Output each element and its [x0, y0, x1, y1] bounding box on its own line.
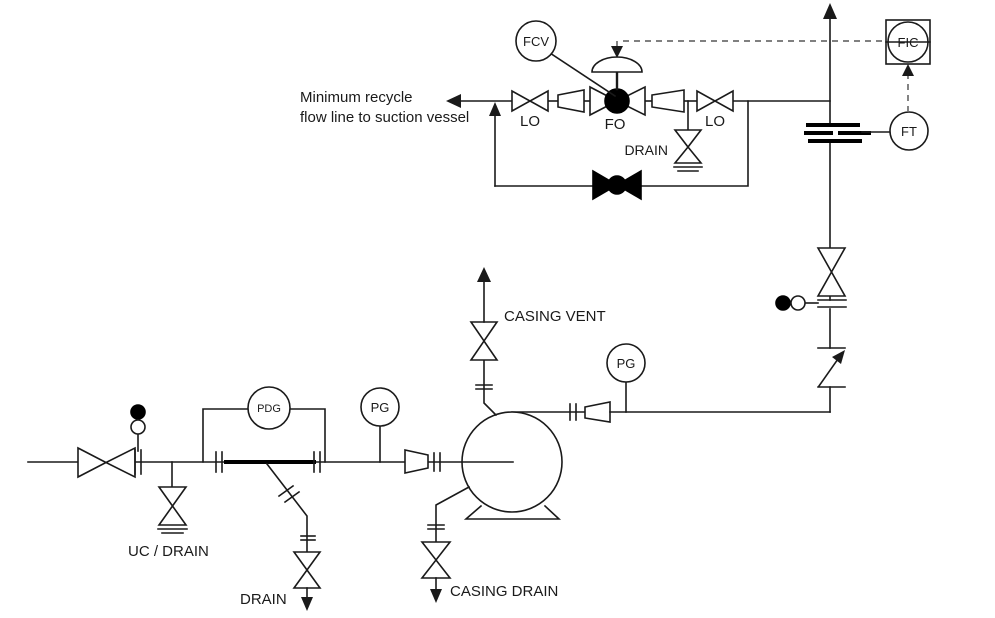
pressure-gauge-suction: PG	[360, 387, 400, 463]
blind-disc-open-icon	[130, 419, 146, 435]
flow-arrow-left-icon	[446, 94, 461, 108]
pressure-gauge-discharge: PG	[606, 343, 646, 413]
signal-arrow-down-icon	[611, 46, 623, 58]
fcv-tag: FCV	[523, 34, 549, 49]
label-drain-recycle: DRAIN	[624, 142, 668, 158]
note-line2: flow line to suction vessel	[300, 109, 469, 126]
ft-tag: FT	[901, 124, 917, 139]
spectacle-blind-suction	[130, 404, 146, 475]
pg-suction-tag: PG	[371, 400, 390, 415]
blind-disc-closed-icon	[775, 295, 791, 311]
casing-drain-branch	[420, 485, 471, 603]
strainer-drain-branch	[265, 462, 322, 611]
flow-arrow-up-icon	[489, 102, 501, 116]
uc-drain-valve	[157, 486, 188, 526]
blind-disc-open-icon	[790, 295, 806, 311]
blind-disc-closed-icon	[130, 404, 146, 420]
vent-arrow-up-icon	[477, 267, 491, 282]
label-uc-drain: UC / DRAIN	[128, 543, 209, 560]
strainer-drain-valve	[292, 551, 322, 589]
spectacle-blind-riser	[775, 295, 847, 311]
control-valve-fo	[589, 56, 646, 117]
label-lo-right: LO	[705, 113, 725, 130]
label-fo: FO	[605, 116, 626, 133]
discharge-expander	[584, 401, 611, 423]
check-valve-arrow-icon	[832, 350, 845, 364]
uc-drain-branch	[157, 461, 188, 534]
note-line1: Minimum recycle	[300, 89, 413, 106]
suction-reducer	[404, 449, 429, 474]
recycle-line	[446, 94, 831, 108]
casing-vent-valve	[469, 321, 499, 361]
gate-valve-lo-right	[696, 89, 734, 113]
suction-block-valve	[77, 446, 136, 479]
pump-base	[463, 504, 562, 520]
label-strainer-drain: DRAIN	[240, 591, 287, 608]
pdg-loop: PDG	[202, 386, 326, 463]
drain-valve-recycle	[673, 129, 703, 164]
gate-valve-riser	[816, 247, 847, 297]
orifice-plate	[804, 123, 891, 143]
reducer-right	[651, 89, 685, 113]
reducer-left	[557, 89, 585, 113]
label-lo-left: LO	[520, 113, 540, 130]
pdg-tag: PDG	[257, 403, 281, 415]
casing-drain-arrow-icon	[430, 589, 442, 603]
signal-arrow-up-icon	[902, 64, 914, 76]
label-casing-vent: CASING VENT	[504, 308, 606, 325]
fic-tag: FIC	[898, 35, 919, 50]
discharge-line	[511, 401, 831, 423]
diaphragm-actuator-icon	[591, 56, 643, 73]
casing-vent-branch	[469, 267, 499, 417]
recycle-drain-branch	[673, 100, 703, 172]
pg-discharge-tag: PG	[617, 356, 636, 371]
gate-valve-lo-left	[511, 89, 549, 113]
bypass-globe-valve-body	[607, 175, 627, 195]
signal-lines	[611, 40, 914, 112]
flow-arrow-top-icon	[823, 3, 837, 19]
pump	[461, 411, 563, 520]
instrument-fic: FIC	[885, 19, 931, 65]
check-valve	[817, 347, 846, 388]
instrument-fcv: FCV	[515, 20, 617, 98]
casing-drain-valve	[420, 541, 452, 579]
discharge-riser	[823, 3, 837, 413]
drain-arrow-icon	[301, 597, 313, 611]
suction-line	[27, 449, 463, 474]
bypass-line	[489, 100, 749, 201]
instrument-ft: FT	[889, 111, 929, 151]
label-casing-drain: CASING DRAIN	[450, 583, 558, 600]
